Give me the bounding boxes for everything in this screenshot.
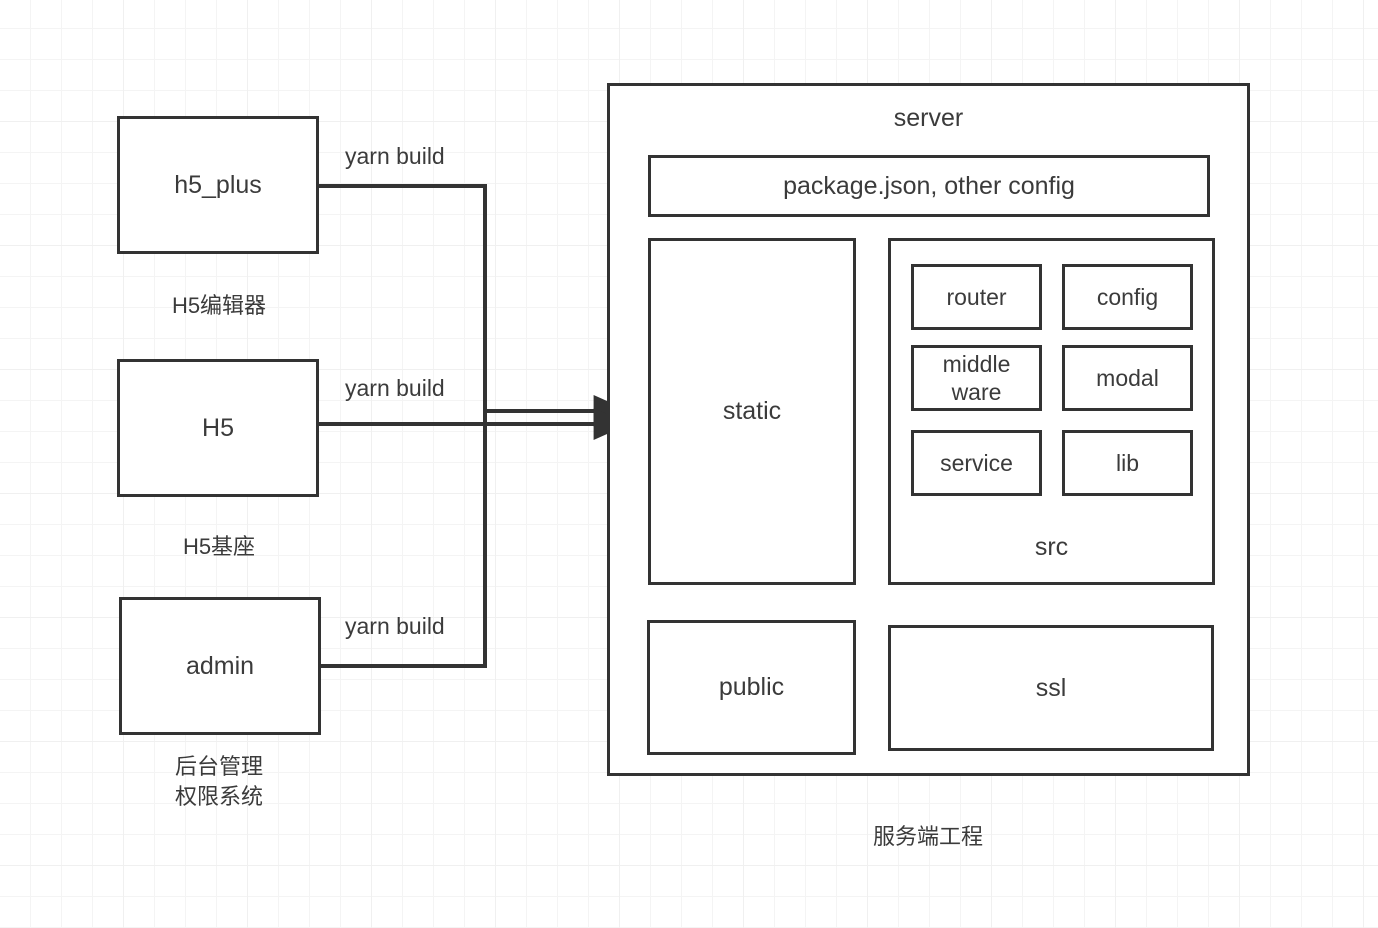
box-admin-label: admin xyxy=(185,651,255,680)
box-service[interactable]: service xyxy=(911,430,1042,496)
box-h5-plus-label: h5_plus xyxy=(174,170,262,199)
box-package-json[interactable]: package.json, other config xyxy=(648,155,1210,217)
box-ssl[interactable]: ssl xyxy=(888,625,1214,751)
box-h5-label: H5 xyxy=(202,413,234,442)
box-config-label: config xyxy=(1096,283,1159,310)
box-public[interactable]: public xyxy=(647,620,856,755)
box-modal-label: modal xyxy=(1096,364,1159,391)
box-router-label: router xyxy=(946,283,1007,310)
box-h5-plus[interactable]: h5_plus xyxy=(117,116,319,254)
box-middleware-label: middle ware xyxy=(942,350,1011,405)
box-package-json-label: package.json, other config xyxy=(783,171,1075,200)
box-lib[interactable]: lib xyxy=(1062,430,1193,496)
container-src-title: src xyxy=(1034,533,1069,561)
container-server-title: server xyxy=(893,104,964,132)
box-ssl-label: ssl xyxy=(1035,673,1067,702)
box-admin[interactable]: admin xyxy=(119,597,321,735)
box-modal[interactable]: modal xyxy=(1062,345,1193,411)
caption-h5: H5基座 xyxy=(182,534,256,559)
caption-admin: 后台管理 权限系统 xyxy=(174,754,263,809)
box-service-label: service xyxy=(940,449,1013,476)
box-static-label: static xyxy=(722,397,782,426)
edge-label-yarn-build-admin: yarn build xyxy=(345,613,445,639)
edge-label-yarn-build-h5: yarn build xyxy=(345,375,445,401)
box-static[interactable]: static xyxy=(648,238,856,585)
box-public-label: public xyxy=(718,673,785,702)
box-lib-label: lib xyxy=(1115,449,1139,476)
caption-h5-plus: H5编辑器 xyxy=(171,293,267,318)
box-h5[interactable]: H5 xyxy=(117,359,319,497)
caption-server: 服务端工程 xyxy=(872,824,983,849)
edge-label-yarn-build-h5-plus: yarn build xyxy=(345,143,445,169)
box-middleware[interactable]: middle ware xyxy=(911,345,1042,411)
box-router[interactable]: router xyxy=(911,264,1042,330)
box-config[interactable]: config xyxy=(1062,264,1193,330)
